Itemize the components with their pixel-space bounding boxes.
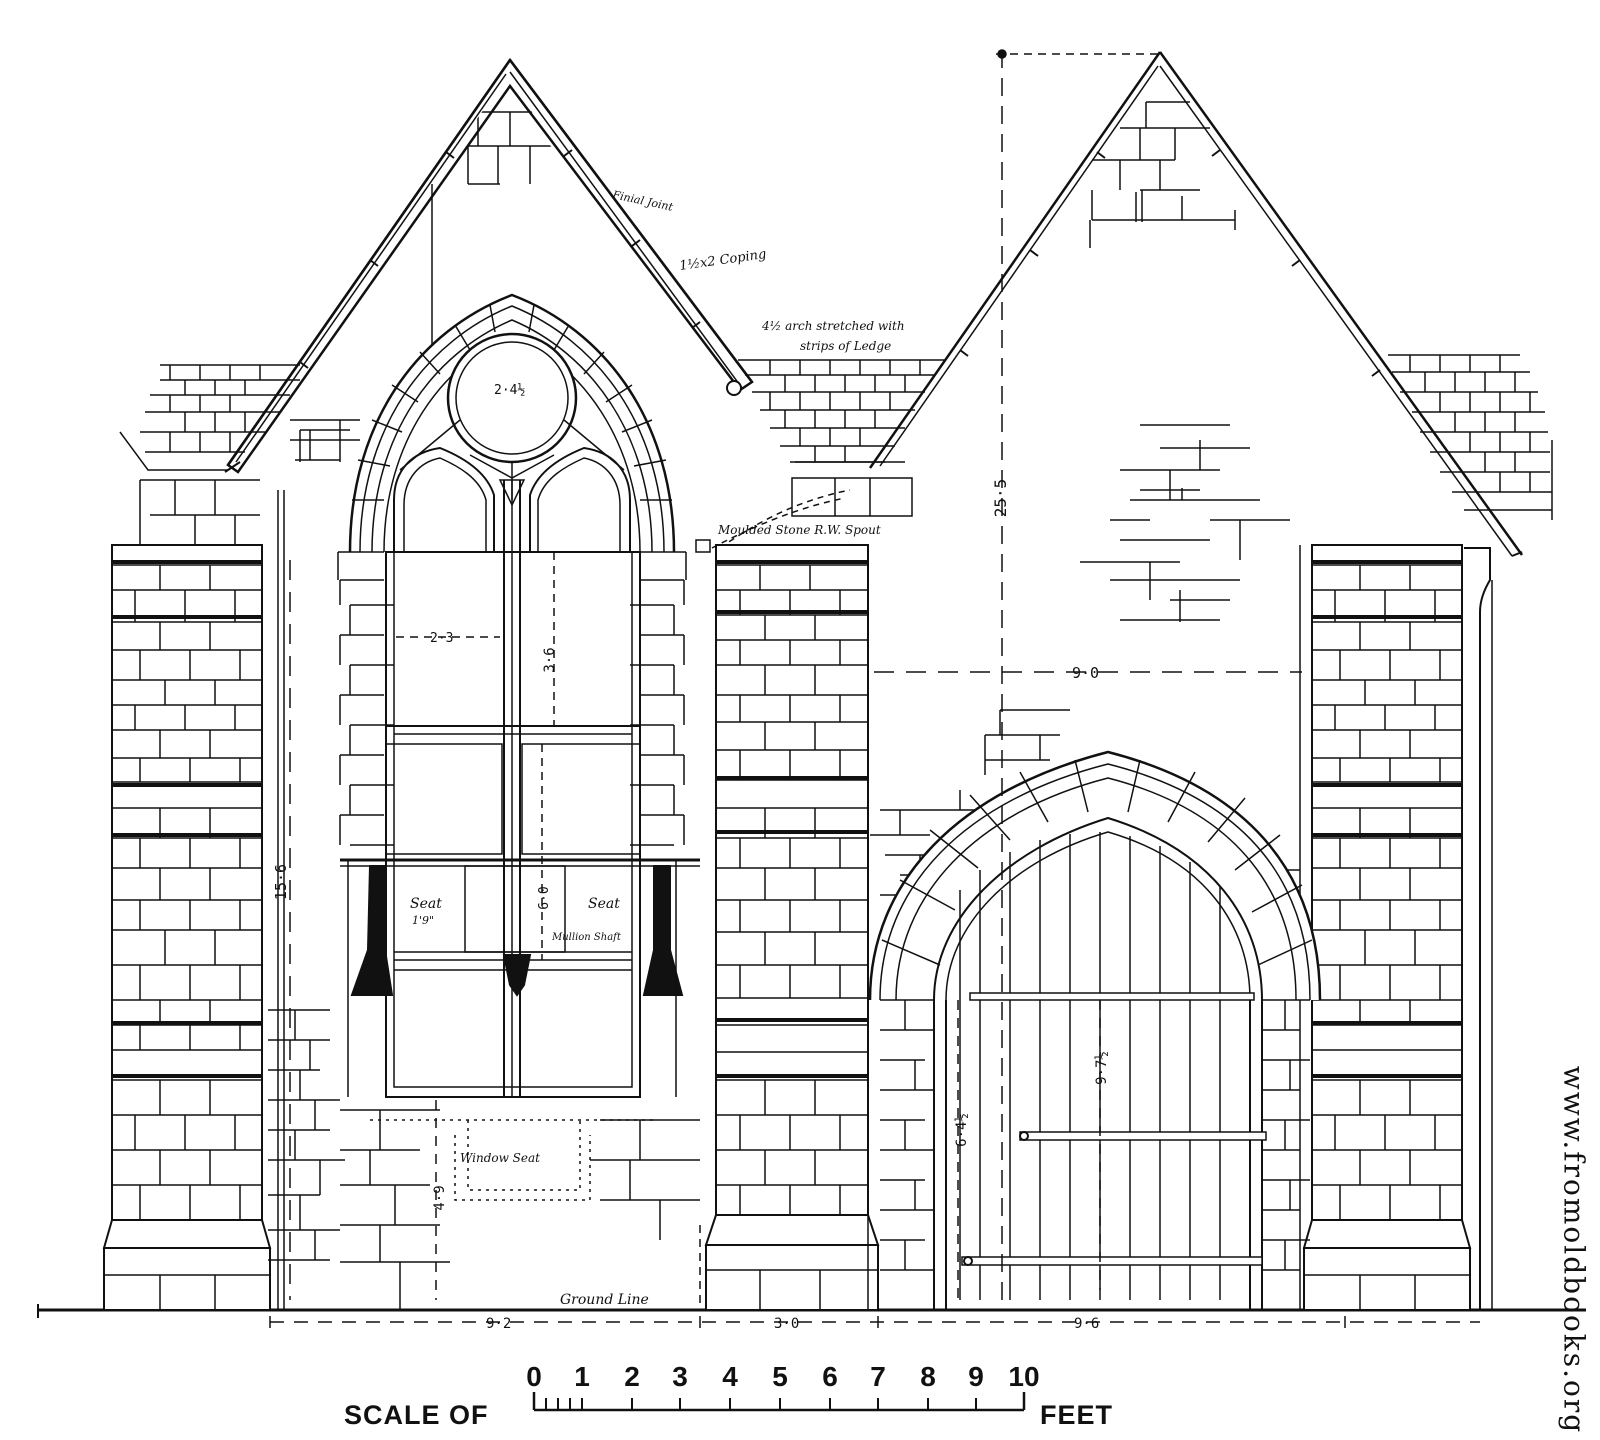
scale-number-3: 3 (672, 1361, 688, 1392)
dim-lower-wall: 4·9 (432, 1185, 448, 1210)
dim-circle: 2·4½ (494, 383, 525, 398)
coping-note: 1½x2 Coping (678, 247, 767, 274)
scale-label-right: FEET (1040, 1400, 1113, 1430)
dim-light-height: 3·6 (542, 647, 558, 672)
right-buttress (1302, 544, 1493, 1311)
watermark: www.fromoldbooks.org (1554, 1066, 1594, 1434)
left-roof-tiles (119, 364, 300, 471)
scale-label-left: SCALE OF (344, 1400, 489, 1430)
dim-bottom-right: 9·6 (1074, 1316, 1099, 1332)
right-gable (868, 51, 1553, 622)
scale-number-8: 8 (920, 1361, 936, 1392)
dimension-lines (269, 49, 1480, 1328)
mullion-note: Mullion Shaft (551, 932, 622, 943)
dim-gable-width: 9·0 (1072, 664, 1099, 682)
ground-line-label: Ground Line (560, 1292, 649, 1308)
dim-pier-height: 15·6 (272, 864, 290, 900)
scale-number-5: 5 (772, 1361, 788, 1392)
dim-sill-height: 6·0 (537, 886, 552, 909)
scale-number-10: 10 (1008, 1361, 1039, 1392)
left-wall-stones (268, 429, 700, 1310)
valley-roof-tiles (695, 359, 945, 553)
spout-note: Moulded Stone R.W. Spout (717, 523, 881, 537)
dim-door-height: 6·4½ (954, 1113, 970, 1147)
roof-note-2: strips of Ledge (800, 339, 891, 353)
left-buttress (102, 479, 272, 1311)
seat-small-dim: 1'9" (412, 914, 434, 927)
scale-number-9: 9 (968, 1361, 984, 1392)
scale-numbers: 0 1 2 3 4 5 6 7 8 9 10 (526, 1361, 1039, 1392)
left-gable (224, 57, 754, 474)
dim-door-inner: 9·7½ (1094, 1051, 1110, 1085)
scale-number-0: 0 (526, 1361, 542, 1392)
dim-light-width: 2·3 (430, 631, 453, 646)
window-seat-note: Window Seat (460, 1151, 540, 1165)
watermark-text: www.fromoldbooks.org (1557, 1065, 1591, 1435)
roof-note-1: 4½ arch stretched with (761, 319, 905, 333)
dim-bottom-mid: 3·0 (774, 1316, 799, 1332)
dim-gable-height: 25·5 (991, 479, 1010, 518)
scale-number-1: 1 (574, 1361, 590, 1392)
arched-doorway (868, 750, 1322, 1310)
scale-number-7: 7 (870, 1361, 886, 1392)
scale-number-2: 2 (624, 1361, 640, 1392)
scale-number-6: 6 (822, 1361, 838, 1392)
scale-bar-graphic (532, 1392, 1026, 1412)
gothic-window (337, 293, 700, 1201)
dim-bottom-left: 9·2 (486, 1316, 511, 1332)
scale-number-4: 4 (722, 1361, 738, 1392)
seat-right-label: Seat (588, 896, 620, 912)
seat-left-label: Seat (410, 896, 442, 912)
middle-buttress (704, 544, 880, 1311)
